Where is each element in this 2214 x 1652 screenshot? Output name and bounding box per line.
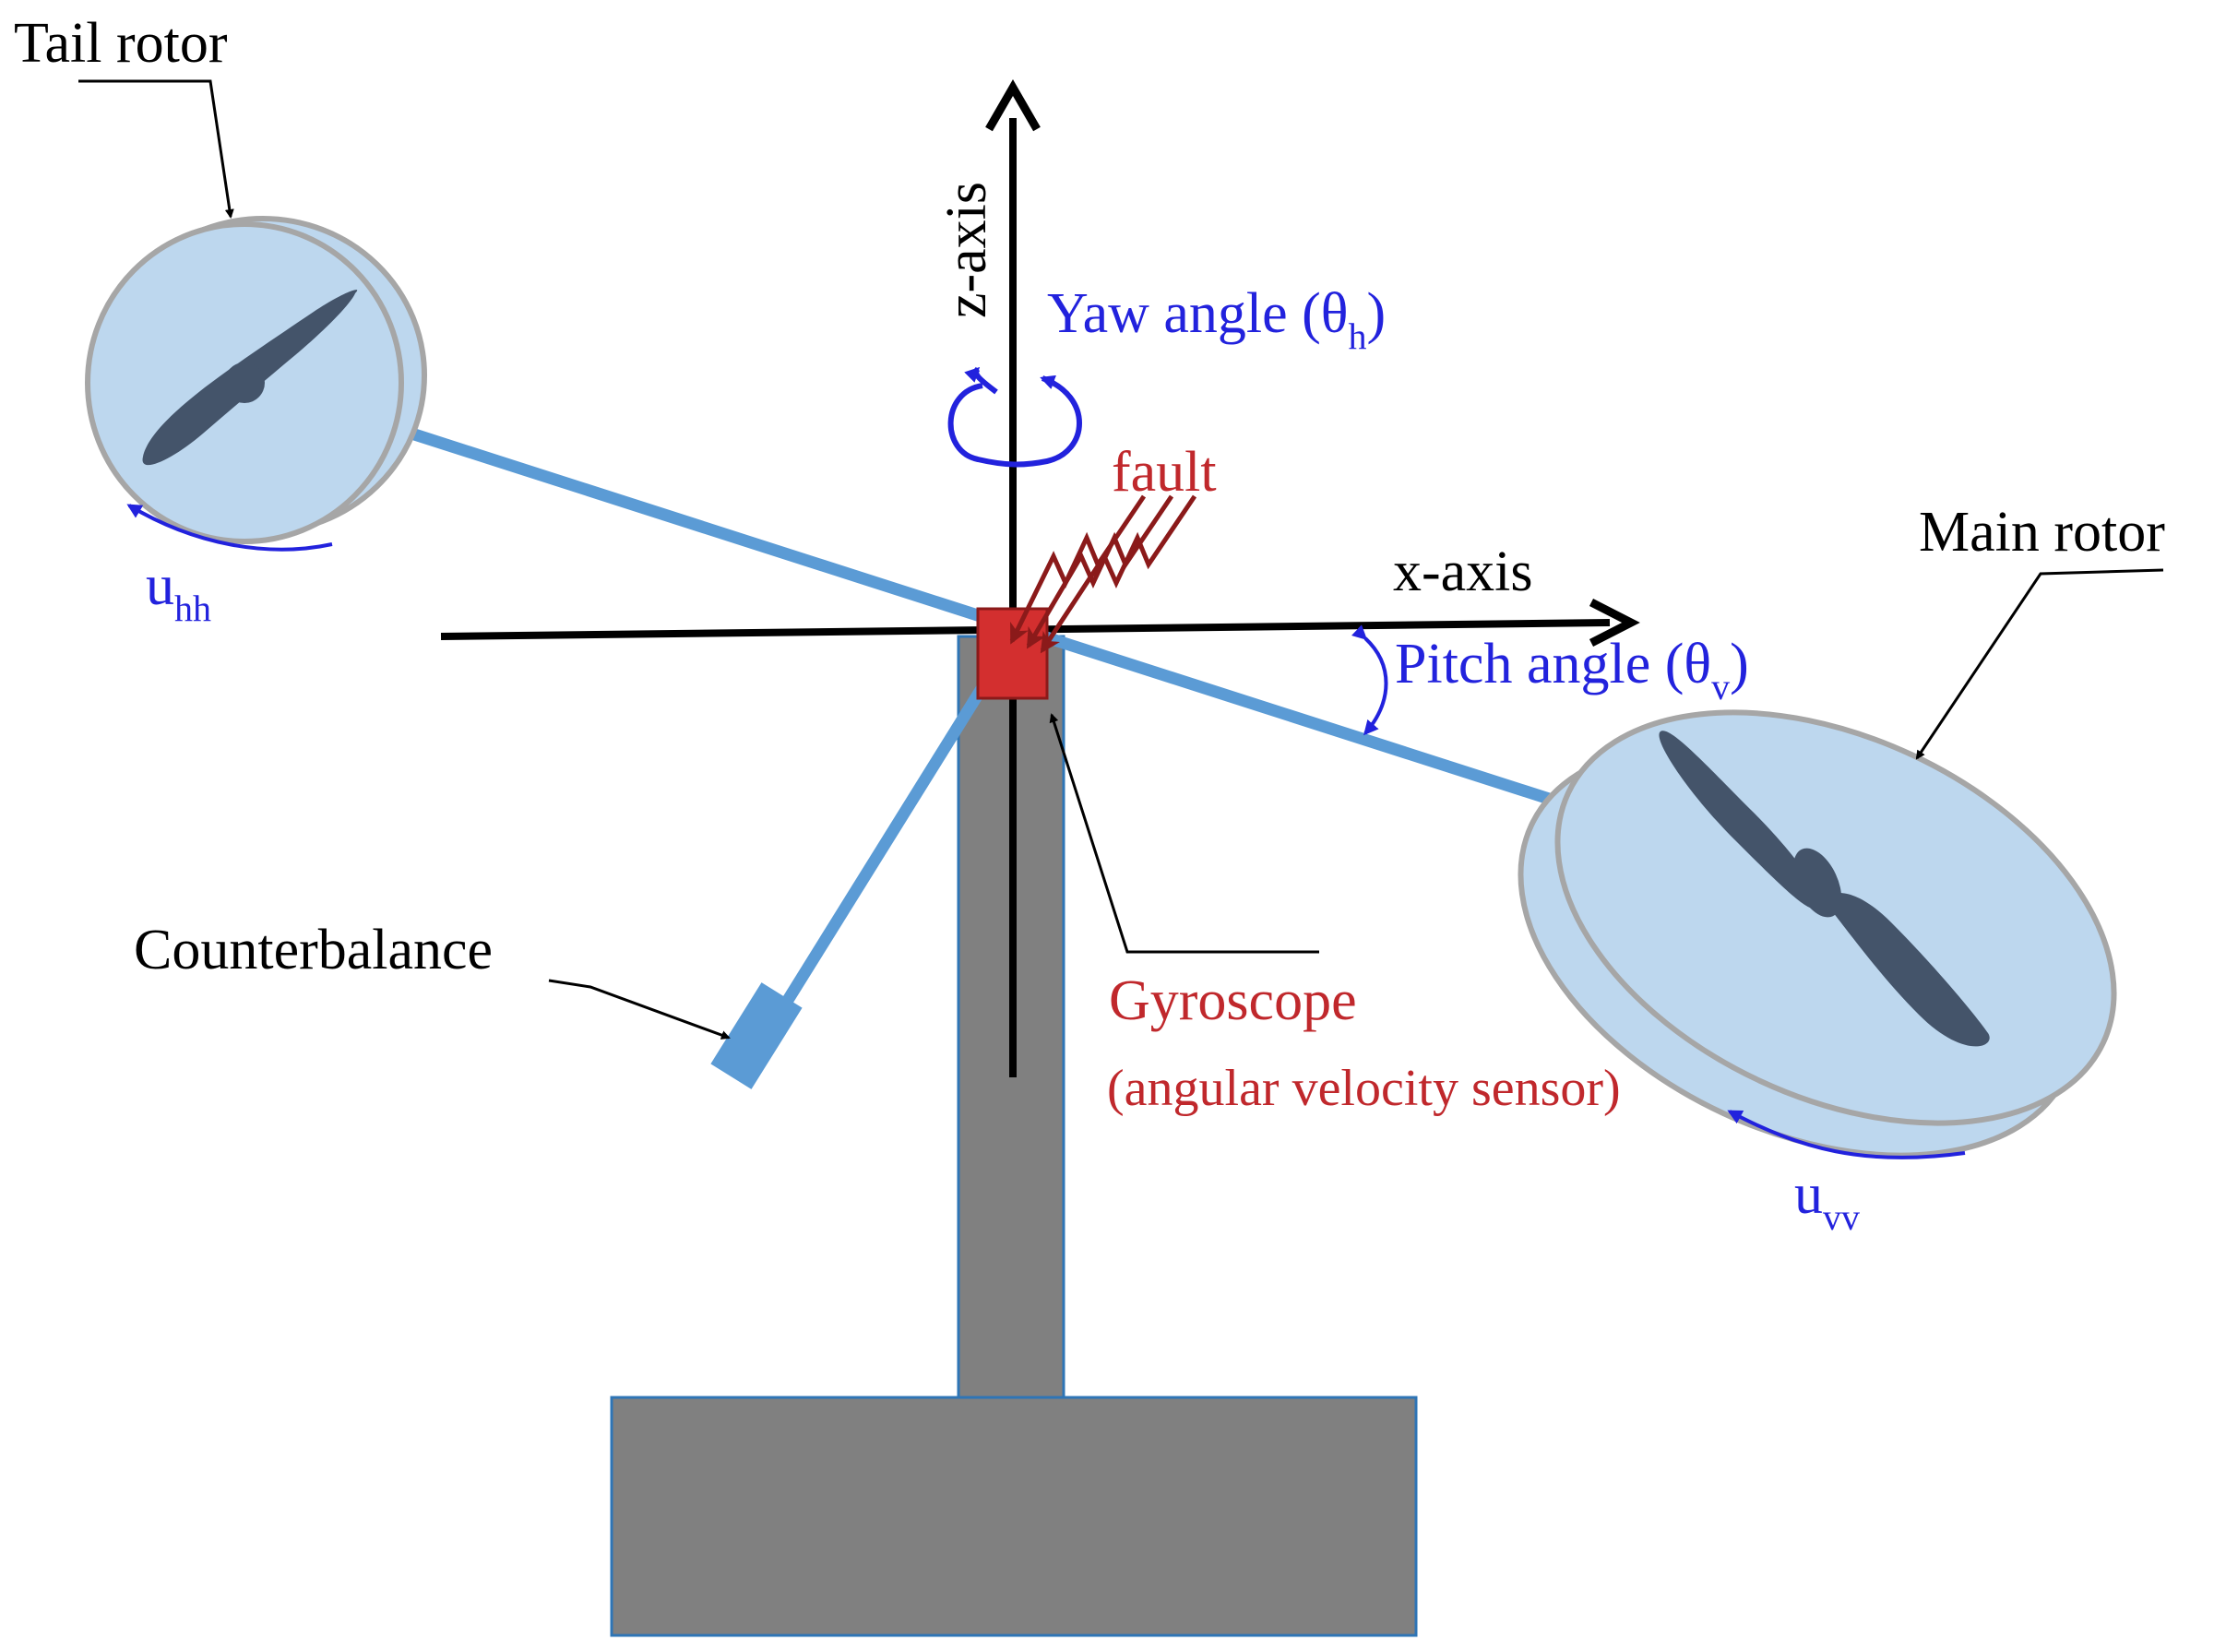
z-axis-label: z-axis [935,182,998,318]
x-axis-arrowhead [1589,598,1640,648]
main-rotor-label: Main rotor [1919,501,2165,564]
main-rotor-leader [1915,568,2164,760]
yaw-angle-label: Yaw angle (θh) [1047,282,1386,357]
tail-rotor-leader [78,79,234,219]
gyroscope-desc-label: (angular velocity sensor) [1107,1060,1621,1117]
leader-lines [78,79,2164,1040]
gyroscope-block [976,607,1049,700]
u-vv-rotation-arrow [1727,1110,1966,1159]
x-axis-label: x-axis [1393,541,1533,603]
main-rotor-blade-2 [1822,892,1990,1047]
tail-rotor-label: Tail rotor [14,12,228,75]
main-rotor-blade [1659,731,1821,909]
pitch-angle-arc [1351,624,1388,736]
fault-arrows [1009,494,1197,654]
main-rotor [1518,709,2117,1159]
u-hh-label: uhh [146,554,211,629]
main-rotor-hub [1792,848,1842,918]
u-hh-rotation-arrow [126,504,333,552]
yaw-rotation-arrow [947,366,1082,468]
z-axis-arrowhead [985,79,1041,132]
counterbalance-label: Counterbalance [134,919,493,981]
fault-label: fault [1112,441,1217,504]
u-vv-label: uvv [1794,1163,1860,1238]
counterbalance-beam [763,683,988,1035]
tail-rotor [85,216,427,544]
pitch-angle-label: Pitch angle (θv) [1395,633,1749,707]
gyroscope-label: Gyroscope [1109,969,1357,1032]
counterbalance-weight [710,982,803,1089]
gyroscope-leader [1049,713,1319,954]
counterbalance-leader [548,979,731,1040]
tail-rotor-hub [224,362,265,403]
stand-base [610,1396,1418,1637]
